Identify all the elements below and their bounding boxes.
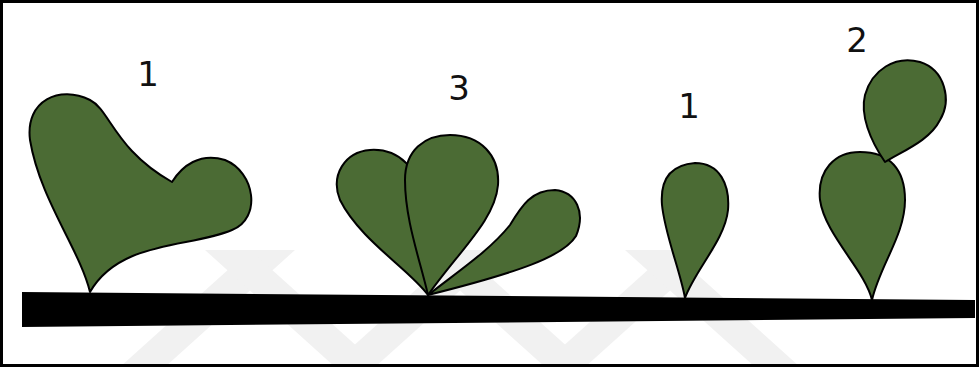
callout-number: 1 — [678, 89, 700, 123]
heart-leaf — [30, 94, 252, 292]
seedlings — [30, 60, 946, 300]
callout-number: 3 — [448, 71, 470, 105]
ground-bar — [22, 292, 975, 327]
upper-leaf — [864, 60, 946, 162]
callout-number: 2 — [846, 23, 868, 57]
cotyledon-leaf — [428, 190, 580, 295]
single-leaf — [662, 163, 728, 298]
callout-number: 1 — [137, 57, 159, 91]
lower-leaf — [820, 152, 905, 300]
